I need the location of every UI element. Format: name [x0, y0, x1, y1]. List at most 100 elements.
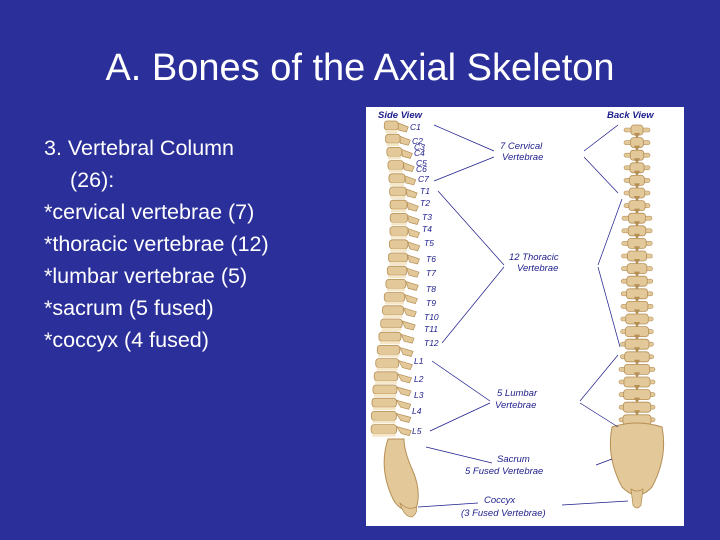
side-intervertebral-disc	[373, 394, 396, 397]
coccyx-group-label-line1: Coccyx	[484, 495, 516, 506]
back-spinous-process	[634, 233, 640, 240]
vertebra-label-t7: T7	[426, 268, 436, 278]
side-spinous-process	[401, 148, 413, 159]
vertebra-label-l3: L3	[414, 390, 424, 400]
cervical-group-label-line1: 7 Cervical	[500, 141, 543, 152]
side-spinous-process	[403, 162, 415, 173]
side-intervertebral-disc	[381, 328, 402, 331]
side-vertebra-body	[389, 186, 407, 197]
side-intervertebral-disc	[379, 341, 400, 345]
side-spinous-process	[395, 412, 412, 423]
vertebra-labels: C1C2C3C4C5C6C7T1T2T3T4T5T6T7T8T9T10T11T1…	[410, 122, 439, 436]
back-sacrum	[609, 422, 665, 496]
back-spinous-process	[634, 183, 640, 190]
pointer-line	[583, 124, 619, 152]
side-vertebra-body	[376, 344, 401, 355]
back-spinous-process	[634, 158, 640, 165]
side-intervertebral-disc	[390, 196, 406, 199]
lumbar-group-label-line1: 5 Lumbar	[497, 388, 538, 399]
vertebra-label-c4: C4	[414, 148, 425, 158]
lumbar-group-label-line2: Vertebrae	[495, 400, 536, 411]
pointer-line	[579, 354, 619, 402]
back-spinous-process	[634, 221, 640, 228]
side-vertebra-body	[371, 397, 397, 408]
vertebra-label-l2: L2	[414, 374, 424, 384]
vertebra-label-l4: L4	[412, 406, 422, 416]
cervical-group-label-line2: Vertebrae	[502, 152, 543, 163]
vertebra-label-l5: L5	[412, 426, 422, 436]
back-spinous-process	[634, 246, 640, 253]
side-vertebra-body	[389, 199, 408, 210]
side-spinous-process	[407, 228, 421, 239]
side-intervertebral-disc	[391, 209, 407, 213]
bullet-vertebral-count: (26):	[70, 168, 115, 192]
vertebra-label-c3: C3	[414, 142, 425, 152]
side-vertebra-body	[370, 424, 398, 435]
pointer-line	[583, 156, 619, 194]
vertebra-label-t4: T4	[422, 224, 432, 234]
back-spinous-process	[634, 347, 640, 354]
pointer-line	[595, 458, 613, 466]
back-spinous-process	[634, 410, 640, 417]
bullet-lumbar: *lumbar vertebrae (5)	[44, 264, 248, 288]
pointer-line	[579, 402, 619, 428]
side-intervertebral-disc	[387, 156, 401, 160]
back-spinous-process	[634, 259, 640, 265]
side-vertebra-body	[387, 160, 404, 170]
side-spinous-process	[406, 201, 419, 212]
side-vertebra-body	[388, 239, 409, 250]
back-coccyx	[630, 488, 644, 509]
bullet-sacrum: *sacrum (5 fused)	[44, 296, 214, 320]
side-vertebra-body	[389, 226, 409, 236]
pointer-line	[597, 266, 621, 348]
back-spinous-process	[634, 334, 640, 341]
bullet-cervical: *cervical vertebrae (7)	[44, 200, 255, 224]
pointer-line	[441, 266, 505, 344]
side-intervertebral-disc	[391, 222, 407, 226]
side-sacrum	[383, 438, 419, 512]
back-spinous-process	[634, 133, 640, 139]
back-view-label: Back View	[607, 110, 654, 121]
thoracic-group-label-line1: 12 Thoracic	[509, 252, 559, 263]
side-intervertebral-disc	[372, 433, 396, 437]
side-vertebra-body	[385, 278, 407, 289]
side-spinous-process	[399, 135, 411, 146]
vertebra-label-t10: T10	[424, 312, 439, 322]
side-vertebra-body	[380, 318, 403, 329]
side-vertebra-body	[371, 410, 397, 421]
slide-body: 3. Vertebral Column (26): *cervical vert…	[44, 132, 269, 356]
side-spinous-process	[397, 373, 412, 384]
back-spinous-process	[634, 372, 640, 379]
side-intervertebral-disc	[389, 262, 407, 265]
side-intervertebral-disc	[386, 288, 405, 292]
vertebra-label-t5: T5	[424, 238, 434, 248]
vertebra-label-c7: C7	[418, 174, 429, 184]
side-coccyx	[399, 501, 417, 518]
vertebra-label-t11: T11	[424, 324, 438, 334]
side-intervertebral-disc	[388, 275, 406, 279]
side-vertebra-body	[372, 384, 398, 395]
side-vertebra-body	[386, 147, 403, 157]
side-intervertebral-disc	[373, 407, 396, 411]
side-vertebra-body	[388, 252, 408, 263]
vertebra-label-t2: T2	[420, 198, 430, 208]
slide-title: A. Bones of the Axial Skeleton	[105, 47, 615, 89]
back-spinous-process	[634, 385, 640, 391]
vertebra-label-t6: T6	[426, 254, 436, 264]
pointer-line	[431, 360, 491, 402]
side-intervertebral-disc	[386, 143, 400, 147]
side-intervertebral-disc	[376, 367, 398, 371]
back-spinous-process	[634, 170, 640, 177]
vertebra-label-c2: C2	[412, 136, 423, 146]
vertebra-label-c6: C6	[416, 164, 427, 174]
back-spinous-process	[634, 359, 640, 366]
back-spinous-process	[634, 145, 640, 152]
bullet-thoracic: *thoracic vertebrae (12)	[44, 232, 269, 256]
side-spinous-process	[397, 122, 409, 133]
vertebra-label-t12: T12	[424, 338, 439, 348]
side-vertebra-body	[373, 371, 399, 382]
side-spinous-process	[407, 214, 420, 225]
side-spinous-process	[401, 320, 416, 331]
